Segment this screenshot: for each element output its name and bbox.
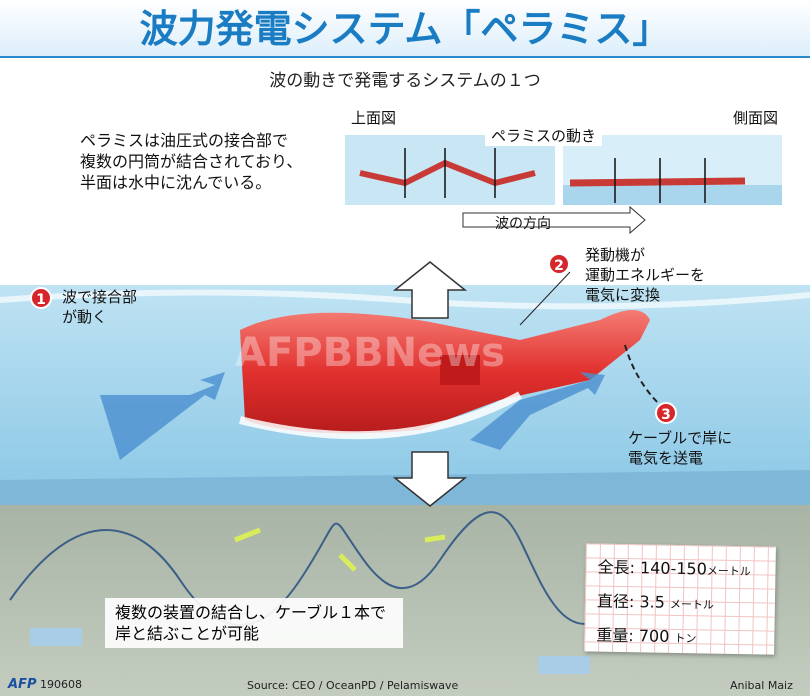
top-view-label: 上面図 [351, 109, 397, 127]
wave-arrow [100, 372, 225, 460]
intro-text: ペラミスは油圧式の接合部で 複数の円筒が結合されており、 半面は水中に沈んでいる… [80, 131, 303, 192]
anchor-block [538, 656, 590, 674]
spec-card: 全長: 140-150メートル 直径: 3.5 メートル 重量: 700 トン [584, 543, 776, 655]
cable [9, 511, 601, 626]
source: Source: CEO / OceanPD / Pelamiswave [247, 679, 459, 692]
page-title: 波力発電システム「ペラミス」 [0, 0, 810, 58]
down-arrow-icon [392, 451, 468, 507]
watermark: AFPBBNews [235, 330, 505, 376]
up-arrow-icon [392, 261, 468, 319]
side-view-label: 側面図 [732, 109, 778, 127]
spec-row: 直径: 3.5 メートル [596, 591, 715, 612]
motion-inset: 上面図 側面図 ペラミスの動き 波の方向 [345, 103, 782, 235]
motion-label: ペラミスの動き [485, 125, 603, 146]
callout-text: 発動機が 運動エネルギーを 電気に変換 [585, 246, 706, 304]
bottom-note: 複数の装置の結合し、ケーブル１本で 岸と結ぶことが可能 [105, 598, 403, 648]
date: 190608 [39, 678, 82, 691]
afp-logo: AFP 190608 [8, 677, 82, 692]
wave-arrow [470, 372, 605, 450]
callout-number: 1 [30, 287, 52, 309]
anchor-block [30, 628, 82, 646]
inset-diagram [345, 135, 782, 235]
spec-row: 全長: 140-150メートル [597, 557, 751, 579]
callout-text: 波で接合部 が動く [62, 288, 138, 326]
spec-row: 重量: 700 トン [596, 625, 697, 646]
credit: Anibal Maiz [730, 679, 793, 692]
direction-arrow-icon [462, 205, 646, 235]
subtitle: 波の動きで発電するシステムの１つ [269, 71, 541, 91]
callout-number: 2 [548, 253, 570, 275]
direction-label: 波の方向 [495, 216, 551, 232]
callout-text: ケーブルで岸に 電気を送電 [628, 429, 733, 467]
callout-number: 3 [655, 402, 677, 424]
